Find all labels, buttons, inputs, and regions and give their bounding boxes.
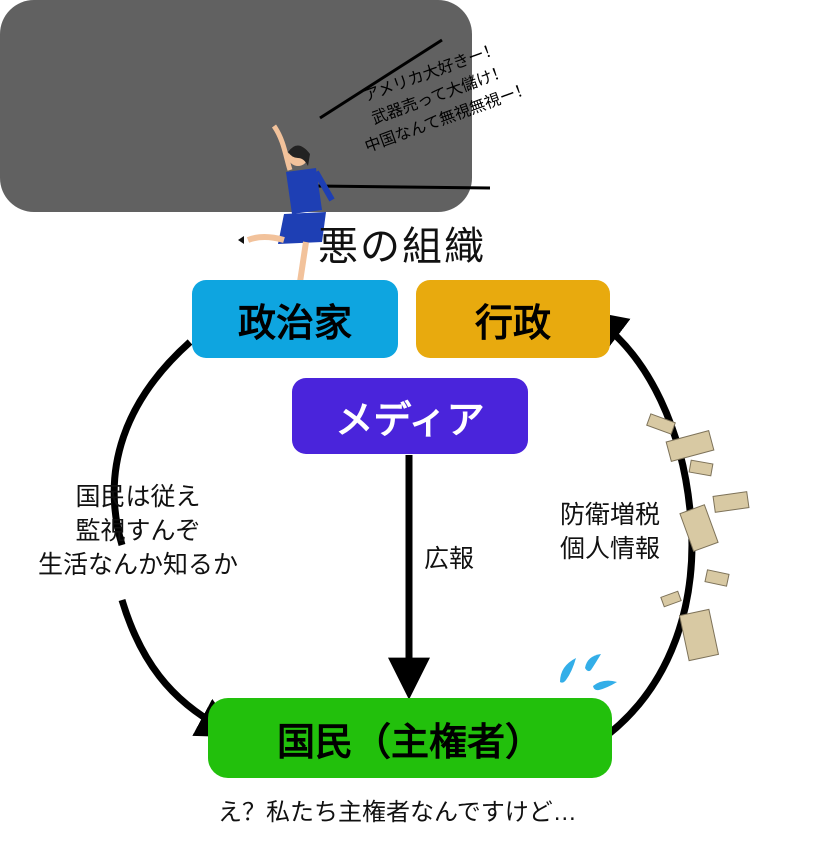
speech-line-top xyxy=(319,38,443,120)
citizens-node: 国民（主権者） xyxy=(208,698,612,778)
edge-label-line: 監視すんぞ xyxy=(75,517,201,545)
administration-node: 行政 xyxy=(416,280,610,358)
arrow-politicians-to-citizens xyxy=(110,339,222,728)
edge-label-line: 個人情報 xyxy=(560,535,661,563)
politician-figure-icon xyxy=(238,124,335,286)
evil-organization-box xyxy=(0,0,472,212)
politicians-node: 政治家 xyxy=(192,280,398,358)
sweat-drop-icon xyxy=(560,654,617,691)
media-to-citizens-label: 広報 xyxy=(424,545,475,573)
organization-title: 悪の組織 xyxy=(318,224,486,270)
banknote-icon xyxy=(646,413,750,662)
edge-label-line: 国民は従え xyxy=(75,483,201,511)
speech-line-bottom xyxy=(315,184,491,190)
edge-label-line: 生活なんか知るか xyxy=(37,551,238,579)
citizens-to-administration-label: 防衛増税 個人情報 xyxy=(560,498,660,566)
politicians-to-citizens-label: 国民は従え 監視すんぞ 生活なんか知るか xyxy=(8,480,268,582)
media-node: メディア xyxy=(292,378,528,454)
citizen-reaction-text: え？私たち主権者なんですけど… xyxy=(218,799,577,826)
edge-label-line: 防衛増税 xyxy=(560,501,661,529)
